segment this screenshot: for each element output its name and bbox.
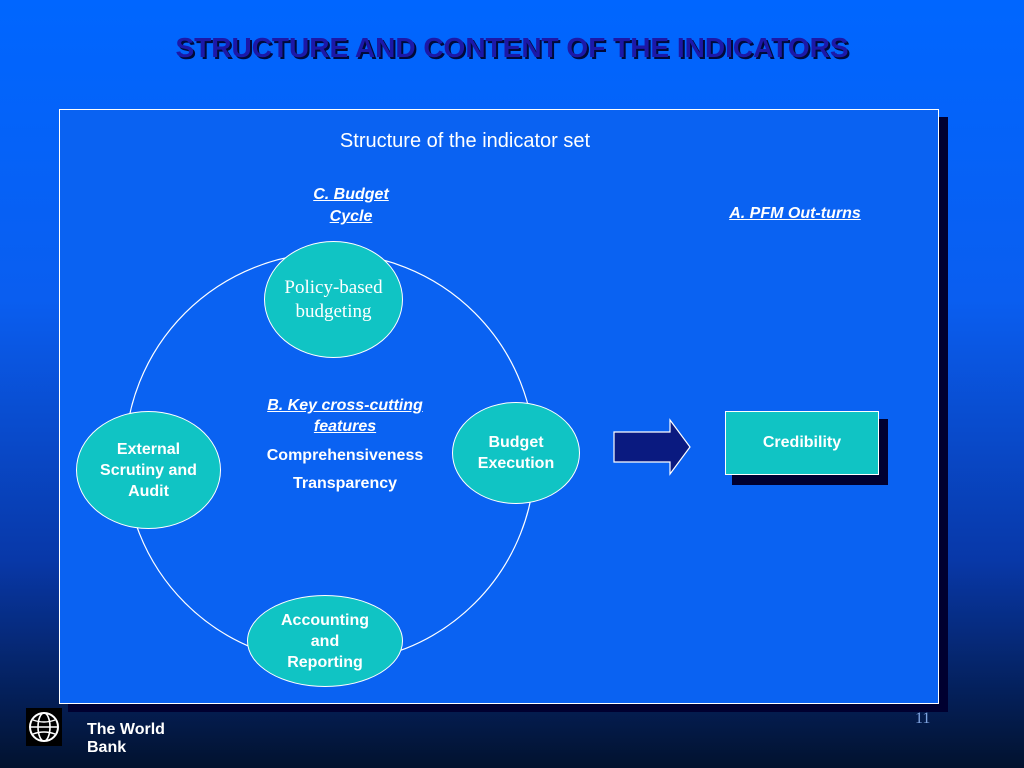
credibility-label: Credibility: [762, 434, 842, 451]
diagram-panel: Structure of the indicator set C. Budget…: [59, 109, 939, 704]
policy-budgeting-node: Policy-based budgeting: [264, 241, 403, 358]
cross-cutting-block: B. Key cross-cutting features Comprehens…: [240, 395, 450, 493]
external-scrutiny-label: External Scrutiny and Audit: [100, 440, 197, 500]
policy-budgeting-label: Policy-based budgeting: [284, 276, 383, 322]
footer: The World Bank: [26, 708, 206, 756]
budget-cycle-label: C. Budget Cycle: [313, 186, 389, 225]
budget-execution-label: Budget Execution: [477, 434, 555, 472]
feature-transparency: Transparency: [292, 475, 398, 492]
outturns-label-wrap: A. PFM Out-turns: [700, 205, 890, 223]
credibility-box: Credibility: [725, 411, 879, 475]
feature-comprehensiveness: Comprehensiveness: [266, 447, 424, 464]
right-arrow-icon: [613, 418, 691, 476]
organization-name: The World Bank: [87, 721, 165, 756]
budget-execution-node: Budget Execution: [452, 402, 580, 504]
page-number: 11: [915, 710, 931, 727]
diagram-heading: Structure of the indicator set: [339, 130, 591, 152]
external-scrutiny-node: External Scrutiny and Audit: [76, 411, 221, 529]
accounting-reporting-label: Accounting and Reporting: [281, 611, 369, 671]
globe-icon: [26, 708, 62, 746]
cross-cutting-label: B. Key cross-cutting features: [267, 397, 423, 435]
slide-title: STRUCTURE AND CONTENT OF THE INDICATORS: [175, 32, 849, 63]
accounting-reporting-node: Accounting and Reporting: [247, 595, 403, 687]
budget-cycle-label-wrap: C. Budget Cycle: [292, 184, 410, 228]
outturns-label: A. PFM Out-turns: [729, 205, 861, 222]
